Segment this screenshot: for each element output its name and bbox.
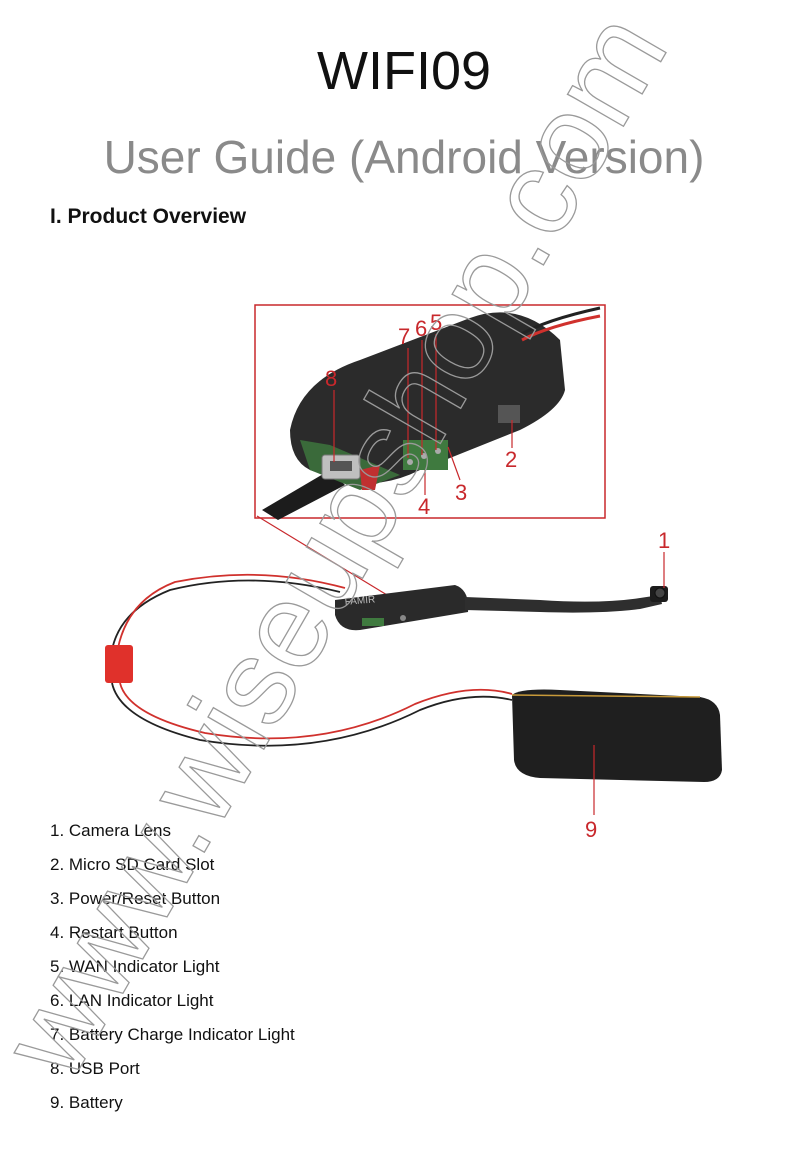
zoomed-module (262, 306, 601, 520)
zoom-leader-line (256, 515, 393, 599)
module-print: FAMIR (344, 594, 375, 608)
full-assembly: FAMIR (105, 552, 722, 815)
parts-list-item: 3. Power/Reset Button (50, 889, 221, 908)
document-title: WIFI09 (316, 41, 492, 101)
parts-list-item: 4. Restart Button (50, 923, 178, 942)
callout-7: 7 (398, 324, 410, 349)
camera-lens-shape (654, 587, 666, 599)
zoom-frame (254, 304, 606, 519)
parts-list: 1. Camera Lens 2. Micro SD Card Slot 3. … (50, 818, 295, 1124)
parts-list-item: 5. WAN Indicator Light (50, 957, 220, 976)
parts-list-item: 1. Camera Lens (50, 821, 171, 840)
callout-2: 2 (505, 447, 517, 472)
callout-3: 3 (455, 480, 467, 505)
section-heading: I. Product Overview (50, 205, 247, 228)
callout-6: 6 (415, 316, 427, 341)
callout-4: 4 (418, 494, 430, 519)
wire-connector (105, 645, 133, 683)
callout-8: 8 (325, 366, 337, 391)
parts-list-item: 9. Battery (50, 1093, 123, 1112)
parts-list-item: 8. USB Port (50, 1059, 140, 1078)
battery-shape (512, 689, 722, 782)
document-subtitle: User Guide (Android Version) (103, 131, 705, 183)
parts-list-item: 7. Battery Charge Indicator Light (50, 1025, 295, 1044)
callout-9: 9 (585, 817, 597, 842)
parts-list-item: 6. LAN Indicator Light (50, 991, 214, 1010)
callout-5: 5 (430, 310, 442, 335)
callout-1: 1 (658, 528, 670, 553)
parts-list-item: 2. Micro SD Card Slot (50, 855, 215, 874)
